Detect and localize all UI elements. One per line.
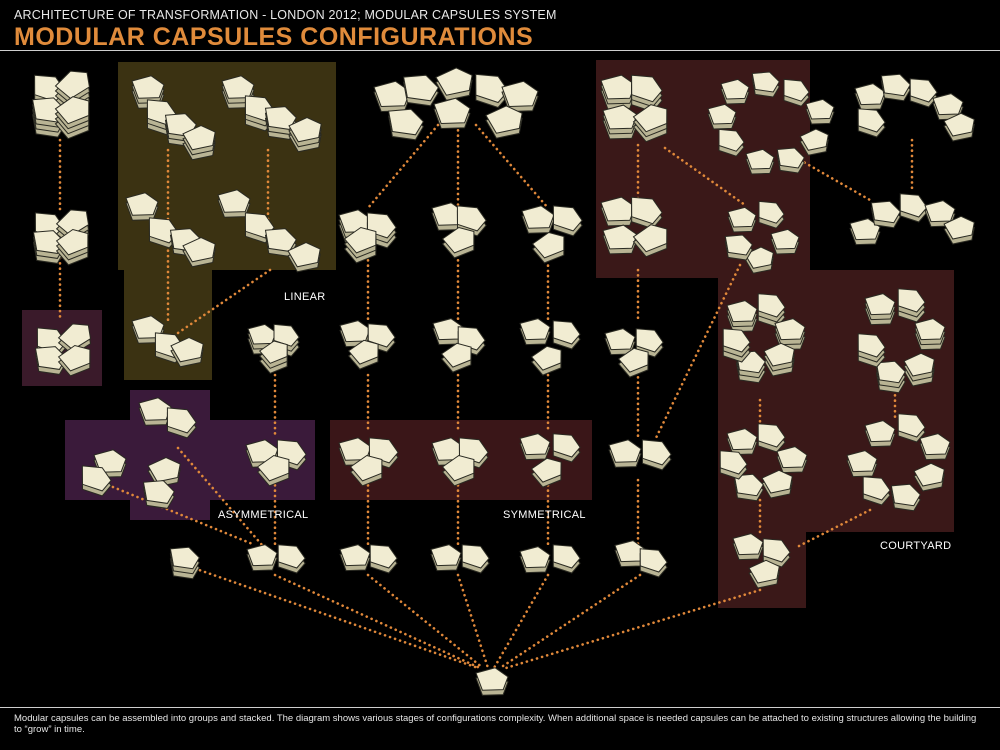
- header-divider: [0, 50, 1000, 51]
- capsule-cluster-top-wide: [373, 67, 539, 141]
- capsule-cluster-ring-tall: [857, 288, 946, 394]
- capsule-cluster-linear-5: [131, 315, 204, 368]
- label-symmetrical: SYMMETRICAL: [503, 509, 586, 521]
- capsule-cluster-court-tail: [732, 533, 791, 589]
- label-linear: LINEAR: [284, 291, 326, 303]
- capsule-cluster-sym-2: [431, 437, 489, 487]
- capsule-cluster-court-2: [600, 196, 668, 258]
- capsule-cluster-ring-low: [719, 423, 808, 502]
- capsule-clusters: [32, 67, 975, 696]
- capsule-cluster-mid-3: [521, 205, 583, 264]
- page-title: MODULAR CAPSULES CONFIGURATIONS: [14, 23, 534, 51]
- capsule-cluster-asym-1: [81, 397, 197, 509]
- capsule-cluster-mid-7: [519, 318, 581, 376]
- capsule-cluster-mid-5: [339, 320, 396, 370]
- capsule-cluster-linear-1: [131, 75, 216, 161]
- footer-caption: Modular capsules can be assembled into g…: [14, 713, 977, 735]
- capsule-cluster-bottom-5: [519, 544, 581, 574]
- capsule-cluster-sym-1: [338, 437, 399, 487]
- footer-divider: [0, 707, 1000, 708]
- capsule-cluster-asym-2: [245, 439, 307, 487]
- capsule-cluster-bottom-2: [246, 544, 306, 574]
- connection-lines: [58, 123, 914, 670]
- capsule-cluster-ring-stack: [722, 293, 806, 384]
- label-courtyard: COURTYARD: [880, 540, 951, 552]
- capsule-cluster-court-1: [600, 74, 668, 143]
- capsule-cluster-mid-6: [432, 318, 486, 373]
- capsule-cluster-bottom-1: [169, 546, 200, 580]
- capsule-cluster-linear-2: [221, 75, 322, 153]
- capsule-cluster-mid-4: [247, 323, 300, 374]
- capsule-cluster-ring-mid: [724, 200, 800, 274]
- capsule-cluster-ring-big: [846, 413, 951, 512]
- capsule-cluster-ring-top: [707, 71, 835, 175]
- capsule-cluster-bottom-6: [614, 540, 668, 578]
- label-asymmetrical: ASYMMETRICAL: [218, 509, 308, 521]
- capsule-cluster-court-3: [604, 328, 664, 378]
- capsule-cluster-court-4: [608, 439, 672, 471]
- capsule-cluster-arch-2: [849, 193, 975, 246]
- capsule-cluster-bottom-4: [430, 544, 490, 574]
- capsule-cluster-arch-1: [854, 73, 975, 142]
- capsule-cluster-linear-3: [125, 192, 216, 268]
- capsule-cluster-bottom-3: [339, 544, 398, 574]
- capsule-cluster-single-flat: [34, 323, 92, 377]
- capsule-cluster-mid-1: [338, 209, 397, 264]
- capsule-seed: [475, 667, 509, 696]
- capsule-cluster-mid-2: [431, 202, 487, 259]
- capsule-cluster-tower-3: [32, 70, 90, 140]
- capsule-cluster-sym-3: [519, 433, 581, 488]
- header-subtitle: ARCHITECTURE OF TRANSFORMATION - LONDON …: [14, 8, 557, 22]
- capsule-cluster-linear-4: [217, 189, 321, 273]
- header: ARCHITECTURE OF TRANSFORMATION - LONDON …: [14, 8, 986, 52]
- capsule-cluster-tower-2: [32, 209, 90, 266]
